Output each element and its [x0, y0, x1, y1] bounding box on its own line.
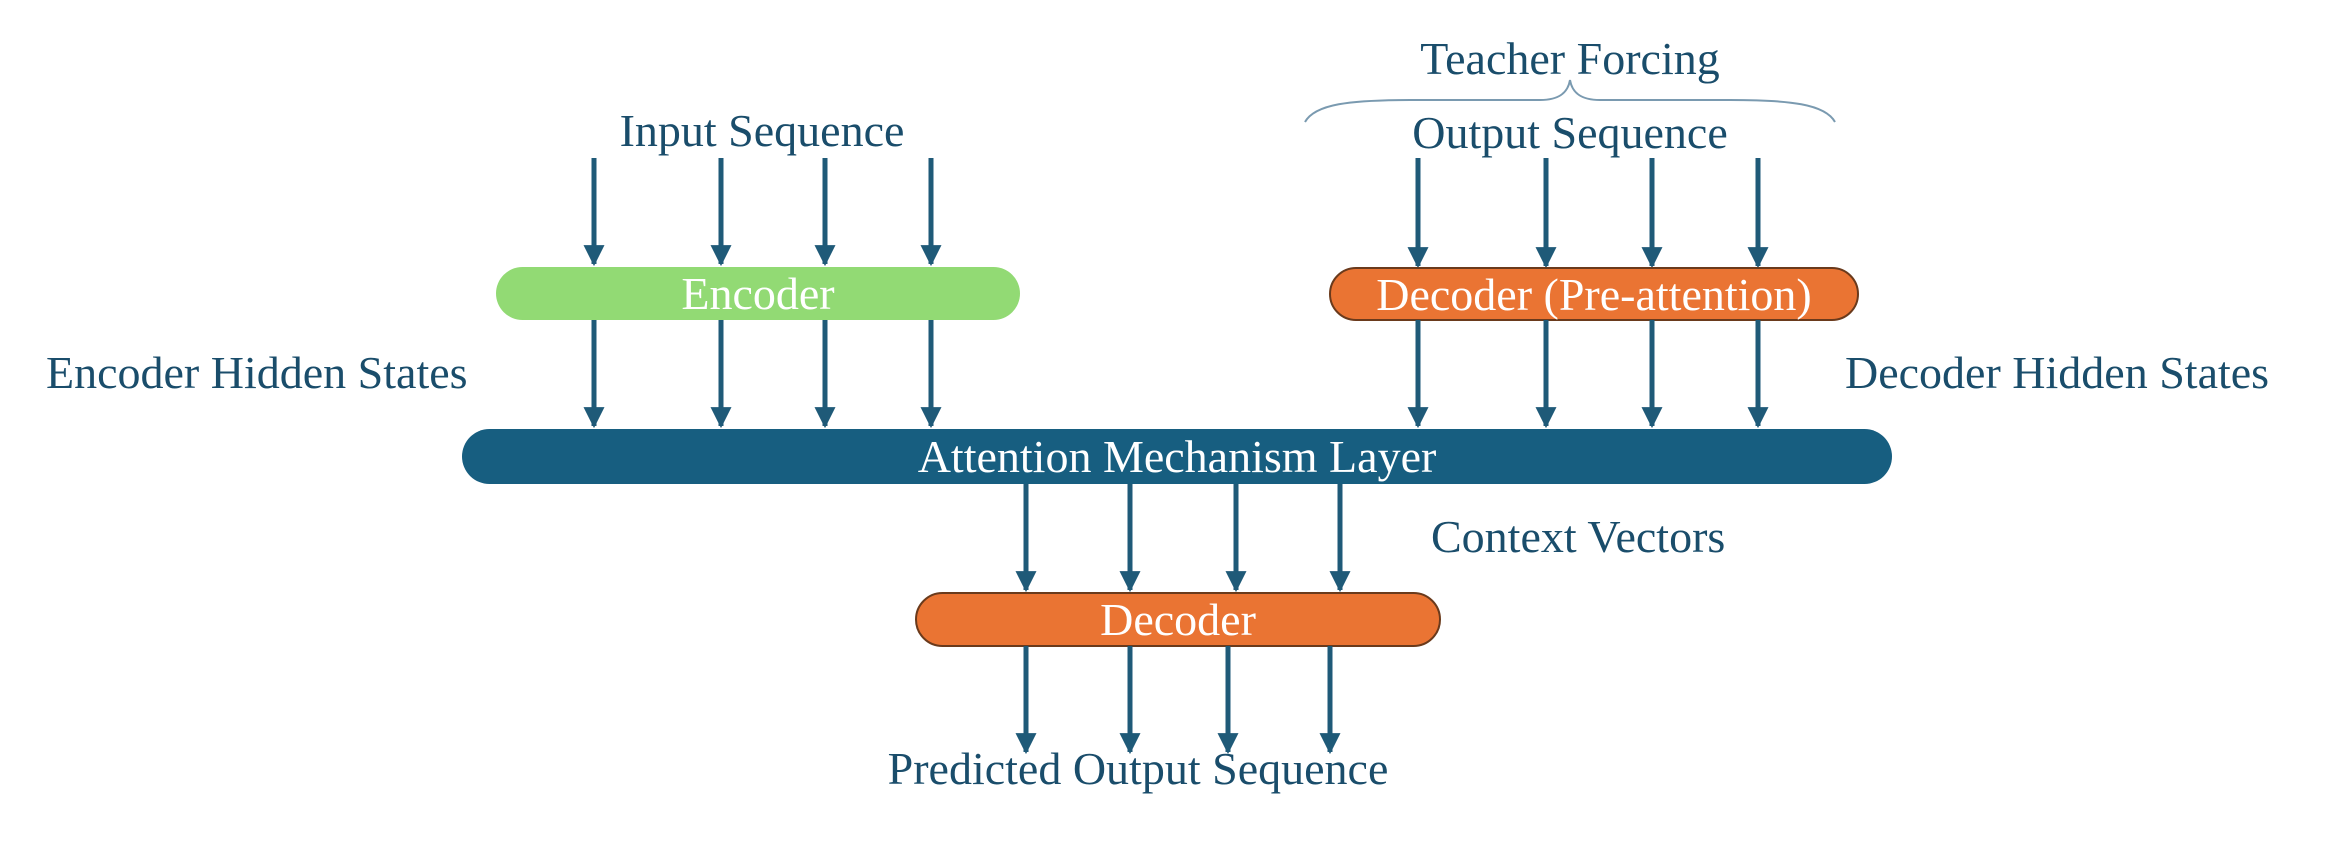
decoder-label: Decoder: [1100, 594, 1256, 645]
decoder-hidden-arrows: [1407, 320, 1769, 429]
prediction-arrows: [1015, 646, 1341, 755]
decoder-hidden-states-label: Decoder Hidden States: [1845, 347, 2269, 398]
teacher-forcing-brace: [1304, 79, 1836, 123]
predicted-output-sequence-label: Predicted Output Sequence: [888, 743, 1389, 794]
teacher-forcing-label: Teacher Forcing: [1420, 33, 1719, 84]
input-arrows: [583, 158, 942, 267]
context-arrows: [1015, 484, 1351, 593]
attention-layer-block: Attention Mechanism Layer: [462, 429, 1892, 484]
output-arrows: [1407, 158, 1769, 269]
encoder-label: Encoder: [681, 268, 834, 319]
decoder-pre-attention-label: Decoder (Pre-attention): [1376, 269, 1812, 320]
decoder-pre-attention-block: Decoder (Pre-attention): [1329, 267, 1859, 321]
decoder-block: Decoder: [915, 592, 1441, 647]
encoder-hidden-arrows: [583, 320, 942, 429]
input-sequence-label: Input Sequence: [620, 105, 905, 156]
output-sequence-label: Output Sequence: [1412, 107, 1728, 158]
context-vectors-label: Context Vectors: [1431, 511, 1725, 562]
encoder-hidden-states-label: Encoder Hidden States: [46, 347, 468, 398]
attention-layer-label: Attention Mechanism Layer: [918, 431, 1437, 482]
encoder-block: Encoder: [496, 267, 1020, 320]
